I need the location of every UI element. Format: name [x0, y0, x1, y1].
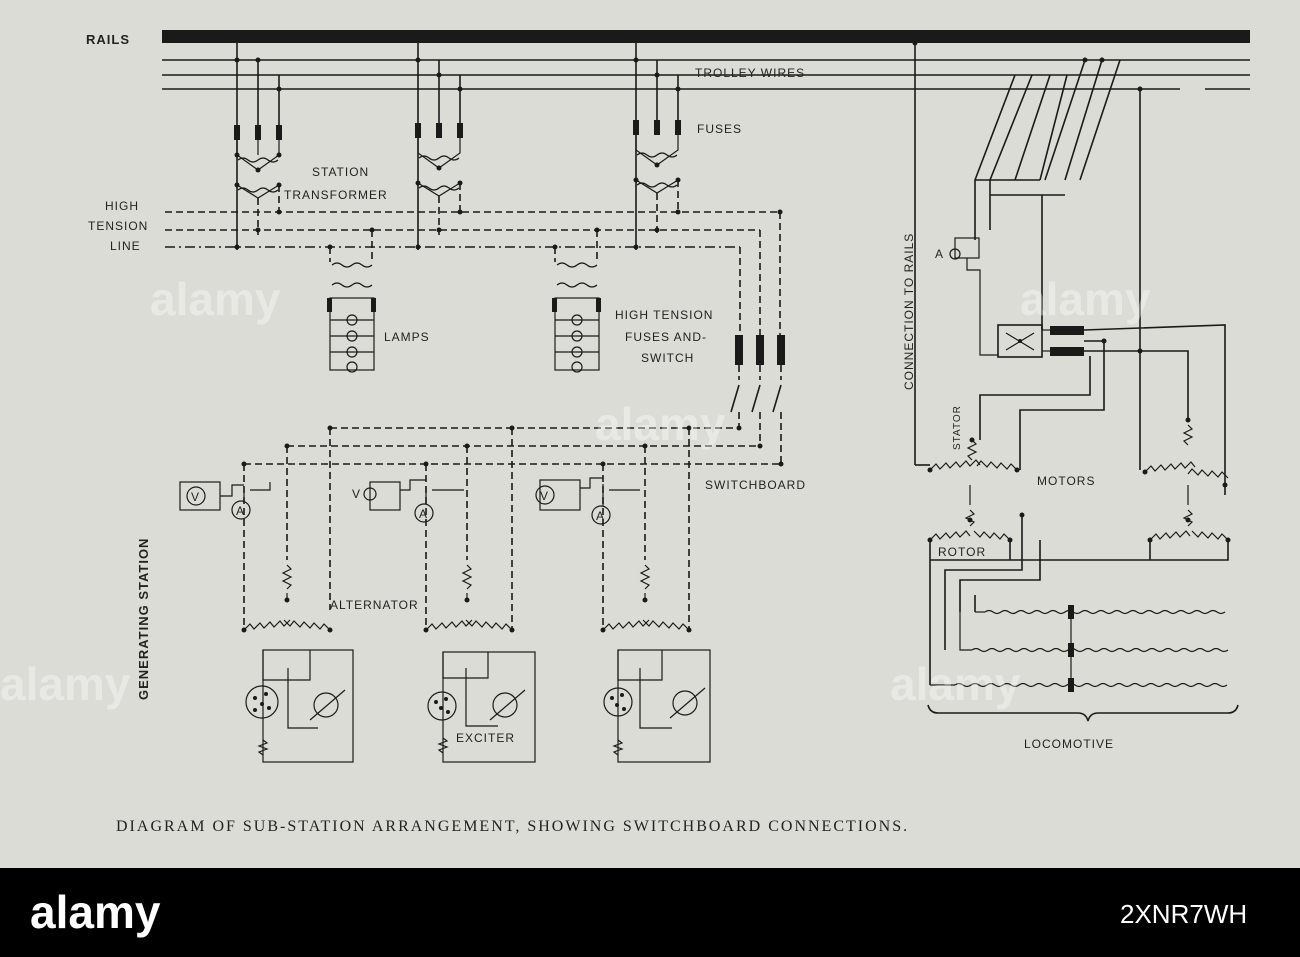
connection-to-rails-label: CONNECTION TO RAILS	[902, 233, 916, 390]
watermark-text: alamy	[150, 273, 281, 325]
footer-svg: alamy 2XNR7WH	[30, 886, 1247, 938]
ht-fuses-label-1: HIGH TENSION	[615, 308, 713, 322]
exciter-unit-2	[427, 651, 536, 763]
watermark-text: alamy	[1020, 273, 1151, 325]
diagram-caption: DIAGRAM OF SUB-STATION ARRANGEMENT, SHOW…	[116, 818, 909, 835]
watermark-text: alamy	[0, 658, 131, 710]
high-label: HIGH	[105, 199, 139, 213]
stator-windings	[927, 424, 1229, 488]
exciter-label: EXCITER	[456, 731, 515, 745]
voltmeter-2-label: V	[352, 487, 361, 501]
trolley-wires-label: TROLLEY WIRES	[695, 66, 805, 80]
rotor-label: ROTOR	[938, 545, 986, 559]
exciter-unit-1	[245, 649, 354, 763]
rotor-resistances	[930, 605, 1229, 692]
generating-station-label: GENERATING STATION	[136, 538, 151, 700]
alternator-unit-1: V A	[179, 428, 333, 633]
switchboard-label: SWITCHBOARD	[705, 478, 806, 492]
ammeter-3-label: A	[596, 509, 605, 523]
image-id: 2XNR7WH	[1120, 899, 1247, 929]
locomotive-brace	[927, 704, 1239, 722]
exciter-unit-3	[603, 649, 711, 763]
transformer-label: TRANSFORMER	[284, 188, 388, 202]
ammeter-2-label: A	[419, 507, 428, 521]
tension-label: TENSION	[88, 219, 148, 233]
rails-bar	[162, 30, 1250, 43]
stator-label: STATOR	[952, 405, 963, 450]
connection-to-rails	[912, 40, 930, 466]
fuses-label: FUSES	[697, 122, 742, 136]
transformer-group-1	[234, 43, 282, 250]
circuit-diagram: RAILS TROLLEY WIRES STATION TRANSFORMER	[0, 30, 1250, 835]
ht-fuses-label-2: FUSES AND-	[625, 330, 707, 344]
trolley-poles	[974, 57, 1121, 330]
rails-label: RAILS	[86, 32, 130, 47]
transformer-group-3	[633, 43, 681, 250]
alternator-unit-2: V A	[352, 428, 515, 633]
ammeter-1-label: A	[236, 504, 245, 518]
lamp-bank-2	[552, 230, 601, 373]
locomotive-ammeter: A	[935, 237, 998, 356]
watermark-text: alamy	[595, 398, 726, 450]
lamps-label: LAMPS	[384, 330, 430, 344]
transformer-group-2	[415, 43, 463, 250]
watermark-overlay: alamy alamy alamy alamy alamy	[0, 273, 1151, 710]
lamp-bank-1	[327, 230, 376, 373]
high-tension-line	[165, 209, 783, 335]
alternator-unit-3: V A	[535, 428, 692, 633]
alamy-logo: alamy	[30, 886, 161, 938]
diagram-plate: RAILS TROLLEY WIRES STATION TRANSFORMER	[0, 0, 1300, 868]
voltmeter-1-label: V	[191, 490, 200, 504]
ht-fuses-label-3: SWITCH	[641, 351, 694, 365]
locomotive-ammeter-label: A	[935, 247, 944, 261]
station-label: STATION	[312, 165, 369, 179]
voltmeter-3-label: V	[540, 489, 549, 503]
rotor-windings	[927, 485, 1231, 685]
line-label: LINE	[110, 239, 141, 253]
motors-label: MOTORS	[1037, 474, 1095, 488]
alternator-label: ALTERNATOR	[330, 598, 419, 612]
controller-box	[979, 86, 1226, 495]
high-tension-fuses-switch	[730, 335, 785, 467]
locomotive-label: LOCOMOTIVE	[1024, 737, 1114, 751]
watermark-text: alamy	[890, 658, 1021, 710]
watermark-footer: alamy 2XNR7WH	[0, 868, 1300, 957]
